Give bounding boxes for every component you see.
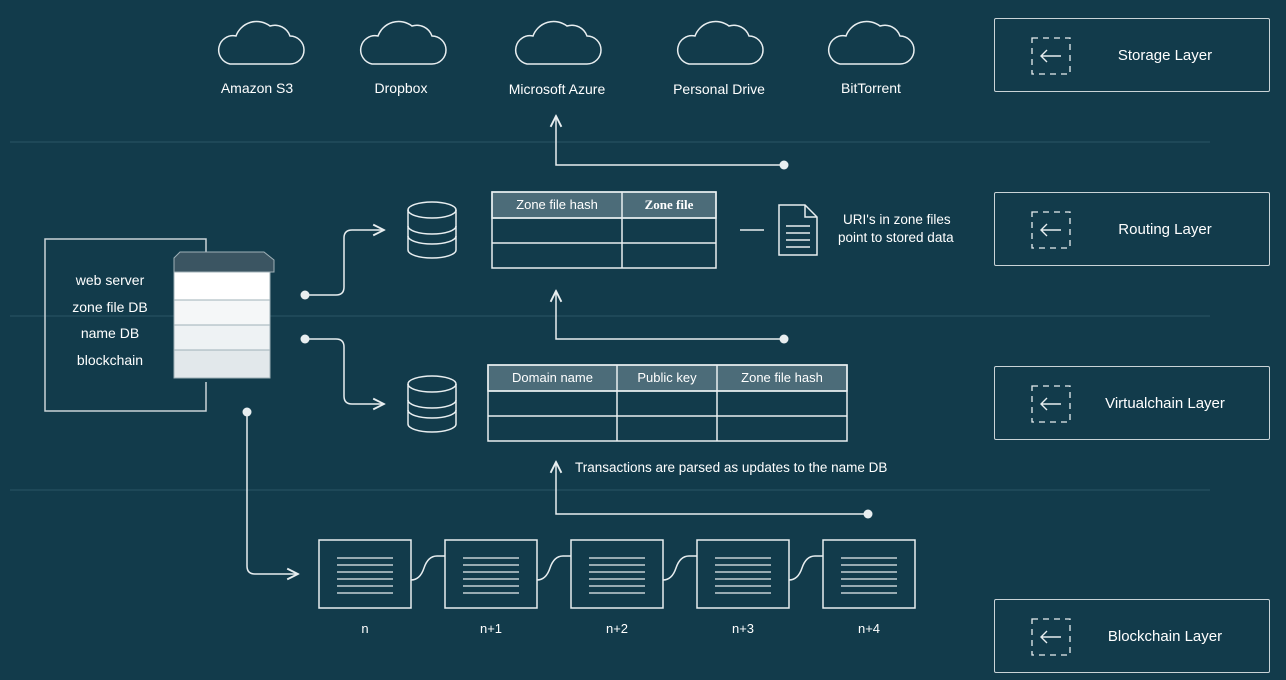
blockchain-blocks: [318, 539, 916, 609]
block: [444, 539, 538, 609]
zone-note-line-2: point to stored data: [838, 230, 954, 245]
node-stack-name-db: name DB: [80, 325, 140, 341]
name-db-table: [487, 364, 848, 442]
storage-label-microsoft-azure: Microsoft Azure: [508, 81, 606, 97]
node-stack-web-server: web server: [75, 272, 145, 288]
blockchain-layer-label: Blockchain Layer: [1107, 627, 1223, 645]
block-label-n2: n+2: [605, 621, 629, 636]
block: [822, 539, 916, 609]
block-label-n4: n+4: [857, 621, 881, 636]
block-label-n3: n+3: [731, 621, 755, 636]
virtualchain-layer-box: Virtualchain Layer: [994, 366, 1270, 440]
cloud-icons: [218, 20, 915, 65]
cloud-icon: [218, 20, 305, 65]
routing-to-storage-arrow: [556, 116, 784, 166]
import-arrow-icon: [1031, 37, 1071, 75]
storage-layer-label: Storage Layer: [1117, 46, 1213, 64]
block-label-n: n: [361, 621, 369, 636]
block: [696, 539, 790, 609]
name-table-header-zone-hash: Zone file hash: [741, 370, 823, 385]
zone-table-header-hash: Zone file hash: [516, 197, 598, 212]
database-icons: [407, 201, 457, 433]
zone-file-table: [491, 191, 717, 269]
server-stack-icon: [173, 251, 275, 379]
storage-layer-box: Storage Layer: [994, 18, 1270, 92]
import-arrow-icon: [1031, 618, 1071, 656]
node-to-blockchain-arrow: [246, 412, 298, 574]
zone-note-line-1: URI's in zone files: [843, 212, 951, 227]
routing-layer-box: Routing Layer: [994, 192, 1270, 266]
cloud-icon: [677, 20, 764, 65]
virtualchain-layer-label: Virtualchain Layer: [1105, 394, 1225, 412]
node-stack-zone-file-db: zone file DB: [72, 299, 148, 315]
storage-label-amazon-s3: Amazon S3: [220, 80, 294, 96]
database-icon: [407, 201, 457, 259]
virtualchain-to-routing-arrow: [556, 291, 784, 340]
node-panel: [44, 238, 207, 412]
transaction-note: Transactions are parsed as updates to th…: [575, 460, 888, 475]
node-stack-blockchain: blockchain: [76, 352, 144, 368]
document-icon: [778, 204, 818, 256]
blockchain-to-virtualchain-arrow: [556, 462, 868, 515]
block: [318, 539, 412, 609]
routing-layer-label: Routing Layer: [1118, 220, 1212, 238]
import-arrow-icon: [1031, 385, 1071, 423]
name-table-header-domain: Domain name: [512, 370, 593, 385]
storage-label-personal-drive: Personal Drive: [673, 81, 765, 97]
storage-label-bittorrent: BitTorrent: [841, 80, 901, 96]
storage-label-dropbox: Dropbox: [374, 80, 428, 96]
zone-table-header-file: Zone file: [644, 197, 694, 212]
database-icon: [407, 375, 457, 433]
cloud-icon: [828, 20, 915, 65]
cloud-icon: [515, 20, 602, 65]
connectors: [246, 116, 868, 574]
import-arrow-icon: [1031, 211, 1071, 249]
node-to-zone-db-arrow: [305, 230, 384, 296]
block-links: [410, 555, 823, 581]
name-table-header-public-key: Public key: [637, 370, 697, 385]
cloud-icon: [360, 20, 447, 65]
block: [570, 539, 664, 609]
connector-dots: [242, 160, 873, 519]
block-label-n1: n+1: [479, 621, 503, 636]
blockchain-layer-box: Blockchain Layer: [994, 599, 1270, 673]
node-to-name-db-arrow: [305, 338, 384, 404]
